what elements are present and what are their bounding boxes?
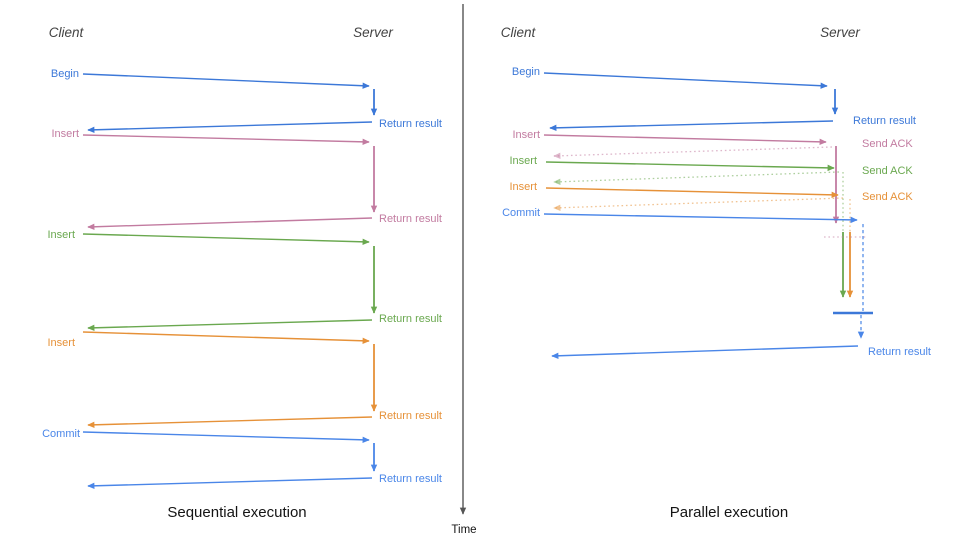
seq-row-begin: Begin Return result xyxy=(51,68,442,134)
par-insert3-request-line xyxy=(545,187,839,199)
par-insert2-ack-line xyxy=(553,171,840,185)
seq-client-header: Client xyxy=(49,25,85,40)
time-axis-label: Time xyxy=(451,524,476,536)
time-axis: Time xyxy=(451,4,477,536)
seq-insert2-return-line xyxy=(87,319,373,332)
seq-row-commit: Commit Return result xyxy=(42,428,442,490)
par-row-insert1: Insert Send ACK xyxy=(512,129,913,224)
par-insert2-ack-label: Send ACK xyxy=(862,165,913,177)
seq-row-insert2: Insert Return result xyxy=(47,229,442,332)
seq-insert1-return-line xyxy=(87,217,373,230)
sequential-panel: Client Server Begin Return result Insert… xyxy=(42,25,442,521)
par-insert3-label: Insert xyxy=(509,181,537,193)
par-insert3-ack-label: Send ACK xyxy=(862,191,913,203)
seq-commit-label: Commit xyxy=(42,428,80,440)
par-insert1-ack-label: Send ACK xyxy=(862,138,913,150)
par-commit-label: Commit xyxy=(502,207,540,219)
par-insert1-ack-line xyxy=(553,146,833,159)
par-begin-request-line xyxy=(543,72,828,89)
seq-begin-request-line xyxy=(82,73,370,89)
parallel-panel: Client Server Begin Return result Insert… xyxy=(501,25,931,521)
par-insert1-request-line xyxy=(543,134,827,146)
par-server-header: Server xyxy=(820,25,860,40)
seq-commit-request-line xyxy=(82,431,370,444)
par-commit-return-line xyxy=(551,345,859,359)
seq-begin-return-line xyxy=(87,121,373,134)
seq-insert1-return-label: Return result xyxy=(379,213,442,225)
seq-commit-return-line xyxy=(87,477,373,490)
seq-begin-label: Begin xyxy=(51,68,79,80)
seq-server-header: Server xyxy=(353,25,393,40)
seq-row-insert3: Insert Return result xyxy=(47,331,442,429)
seq-commit-return-label: Return result xyxy=(379,473,442,485)
par-insert2-request-line xyxy=(545,161,835,172)
par-begin-label: Begin xyxy=(512,66,540,78)
seq-insert1-request-line xyxy=(82,134,370,146)
par-commit-request-line xyxy=(543,213,858,224)
seq-insert3-request-line xyxy=(82,331,370,344)
par-row-commit: Commit Return result xyxy=(502,207,931,359)
par-begin-return-label: Return result xyxy=(853,115,916,127)
seq-insert3-return-label: Return result xyxy=(379,410,442,422)
seq-insert2-return-label: Return result xyxy=(379,313,442,325)
sequential-caption: Sequential execution xyxy=(167,504,306,521)
par-begin-return-line xyxy=(549,120,834,132)
seq-begin-return-label: Return result xyxy=(379,118,442,130)
seq-insert3-label: Insert xyxy=(47,337,75,349)
par-row-begin: Begin Return result xyxy=(512,66,916,132)
seq-insert3-return-line xyxy=(87,416,373,429)
par-commit-return-label: Return result xyxy=(868,346,931,358)
seq-insert2-label: Insert xyxy=(47,229,75,241)
par-insert3-ack-line xyxy=(553,197,844,211)
par-row-insert3: Insert Send ACK xyxy=(509,181,913,298)
seq-row-insert1: Insert Return result xyxy=(51,128,442,230)
par-insert1-label: Insert xyxy=(512,129,540,141)
seq-insert2-request-line xyxy=(82,233,370,246)
par-client-header: Client xyxy=(501,25,537,40)
seq-insert1-label: Insert xyxy=(51,128,79,140)
parallel-caption: Parallel execution xyxy=(670,504,788,521)
par-insert2-label: Insert xyxy=(509,155,537,167)
par-row-insert2: Insert Send ACK xyxy=(509,155,913,298)
